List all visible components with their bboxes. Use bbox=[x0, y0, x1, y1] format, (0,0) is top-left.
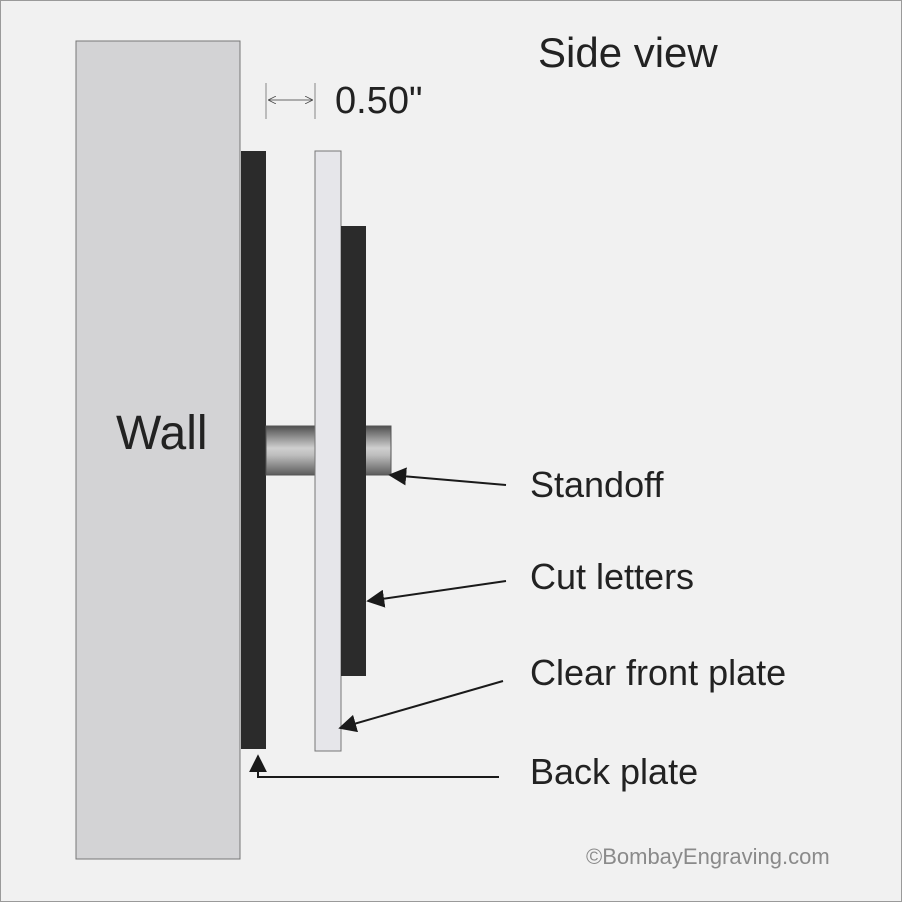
standoff-label: Standoff bbox=[530, 464, 664, 505]
clear-front-plate bbox=[314, 150, 342, 752]
cut-letters-leader bbox=[366, 580, 507, 608]
clear-front-plate-leader bbox=[338, 680, 504, 733]
back-plate-leader bbox=[249, 754, 499, 778]
wall bbox=[75, 40, 241, 860]
gap-dimension bbox=[265, 83, 316, 119]
standoff-leader bbox=[388, 467, 507, 486]
clear-front-plate-label: Clear front plate bbox=[530, 652, 786, 693]
gap-label: 0.50" bbox=[335, 80, 422, 122]
wall-label: Wall bbox=[116, 407, 208, 460]
back-plate bbox=[241, 151, 266, 749]
cut-letters-label: Cut letters bbox=[530, 556, 694, 597]
diagram-title: Side view bbox=[538, 29, 718, 76]
back-plate-label: Back plate bbox=[530, 751, 698, 792]
copyright-watermark: ©BombayEngraving.com bbox=[586, 844, 830, 869]
cut-letters bbox=[341, 226, 366, 676]
